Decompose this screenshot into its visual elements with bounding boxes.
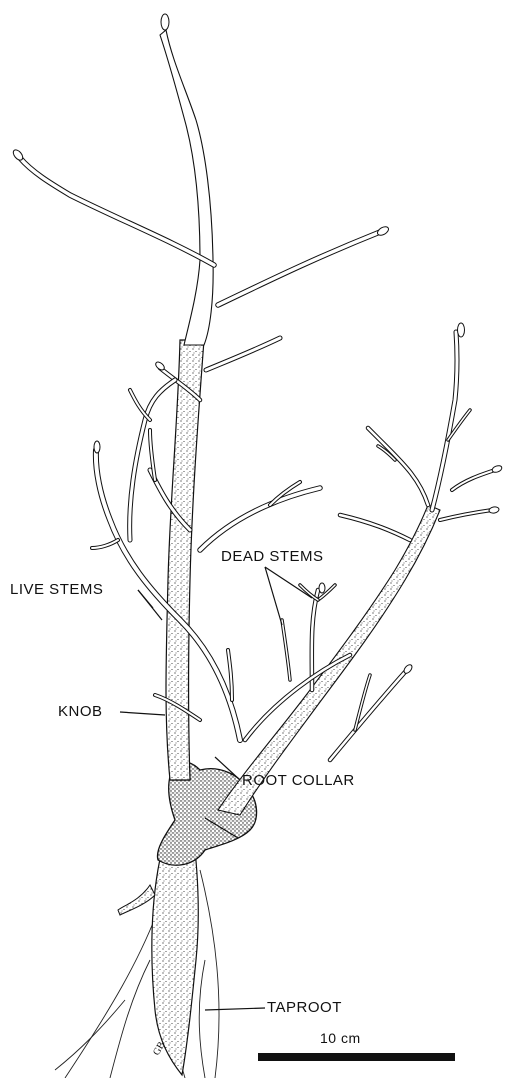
main-trunk: [166, 340, 204, 780]
scale-bar: [258, 1053, 455, 1061]
buds: [11, 14, 502, 675]
branches: [20, 158, 495, 760]
side-root: [118, 885, 155, 915]
upper-leader: [160, 30, 213, 345]
live-stems-label: LIVE STEMS: [10, 581, 103, 598]
root-collar-label: ROOT COLLAR: [242, 772, 355, 789]
knob-label: KNOB: [58, 703, 103, 720]
dead-stems-label: DEAD STEMS: [221, 548, 324, 565]
scale-label: 10 cm: [320, 1030, 361, 1046]
taproot-label: TAPROOT: [267, 999, 342, 1016]
